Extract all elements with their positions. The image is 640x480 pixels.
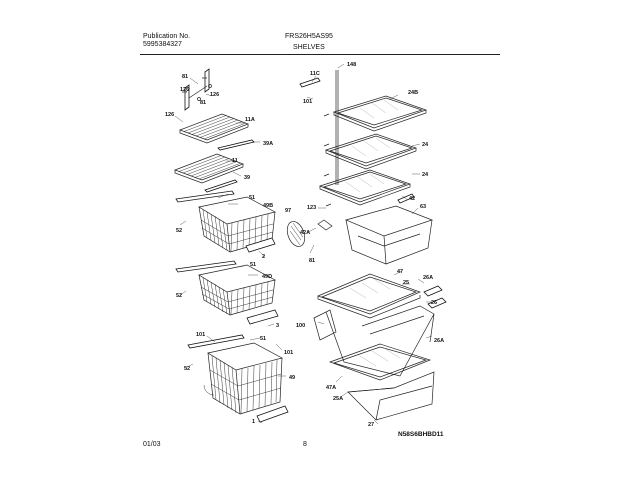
model-number: FRS26H5AS95 [285, 33, 333, 40]
callout-126: 126 [180, 87, 189, 93]
callout-101: 101 [284, 350, 293, 356]
callout-81: 81 [182, 74, 188, 80]
callout-27: 27 [368, 422, 374, 428]
callout-24: 24 [422, 172, 429, 178]
shelf-bracket-assembly [182, 68, 212, 111]
callout-148: 148 [347, 62, 356, 68]
callout-47: 47 [397, 269, 403, 275]
callout-26: 26 [431, 300, 437, 306]
callout-52: 52 [176, 228, 182, 234]
callout-24: 24 [422, 142, 429, 148]
callout-126: 126 [210, 92, 219, 98]
pan-slide-lower [427, 297, 447, 309]
page-number: 8 [303, 441, 307, 448]
callout-52: 52 [184, 366, 190, 372]
callout-51: 51 [250, 262, 256, 268]
callout-97: 97 [285, 208, 291, 214]
callout-49: 49 [289, 375, 295, 381]
callout-81: 81 [200, 100, 206, 106]
header-rule [140, 54, 500, 55]
callout-24b: 24B [408, 90, 418, 96]
diagram-code: N58S6BHBD11 [398, 431, 444, 438]
glass-shelf-top [332, 95, 428, 132]
round-vent-grille [286, 221, 306, 247]
callout-51: 51 [260, 336, 266, 342]
shelf-ladder-rail [299, 70, 339, 207]
deli-pan-upper [317, 273, 435, 377]
footer-date-code: 01/03 [143, 441, 161, 448]
section-title: SHELVES [293, 44, 325, 51]
callout-39a: 39A [263, 141, 273, 147]
callout-42a: 42A [300, 230, 310, 236]
callout-47a: 47A [326, 385, 336, 391]
callout-100: 100 [296, 323, 305, 329]
callout-51: 51 [249, 195, 255, 201]
publication-label: Publication No. [143, 33, 191, 40]
callout-11: 11 [232, 158, 238, 164]
wire-basket-middle [175, 260, 279, 325]
callout-49d: 49D [262, 274, 272, 280]
callout-123: 123 [307, 205, 316, 211]
callout-2: 2 [262, 254, 265, 260]
callout-42: 42 [409, 196, 415, 202]
callout-39: 39 [244, 175, 250, 181]
callout-11c: 11C [310, 71, 320, 77]
callout-25a: 25A [333, 396, 343, 402]
callout-11a: 11A [245, 117, 255, 123]
callout-101: 101 [303, 99, 312, 105]
callout-52: 52 [176, 293, 182, 299]
callout-126: 126 [165, 112, 174, 118]
callout-3: 3 [276, 323, 279, 329]
callout-63: 63 [420, 204, 426, 210]
glass-shelf-second [324, 133, 418, 170]
callout-81: 81 [309, 258, 315, 264]
callout-1: 1 [252, 419, 255, 425]
glass-shelf-third [318, 169, 412, 206]
callout-26a: 26A [423, 275, 433, 281]
deli-pan-lower [328, 343, 435, 421]
callout-101: 101 [196, 332, 205, 338]
wire-shelf-middle [174, 153, 244, 184]
pan-divider-100 [313, 309, 337, 341]
drawer-cover-bracket [317, 219, 333, 231]
callout-49b: 49B [263, 203, 273, 209]
callout-26a: 26A [434, 338, 444, 344]
wire-basket-upper [175, 190, 276, 253]
wire-shelf-upper [179, 113, 249, 144]
shelf-rail-upper [217, 139, 255, 151]
wire-basket-lower [187, 334, 289, 423]
publication-number: 5995384327 [143, 41, 182, 48]
pan-slide-upper [423, 285, 443, 297]
callout-leaders [174, 63, 433, 425]
callout-25: 25 [403, 280, 409, 286]
shelf-rail-middle [204, 179, 238, 193]
crisper-drawer-small [344, 193, 434, 265]
